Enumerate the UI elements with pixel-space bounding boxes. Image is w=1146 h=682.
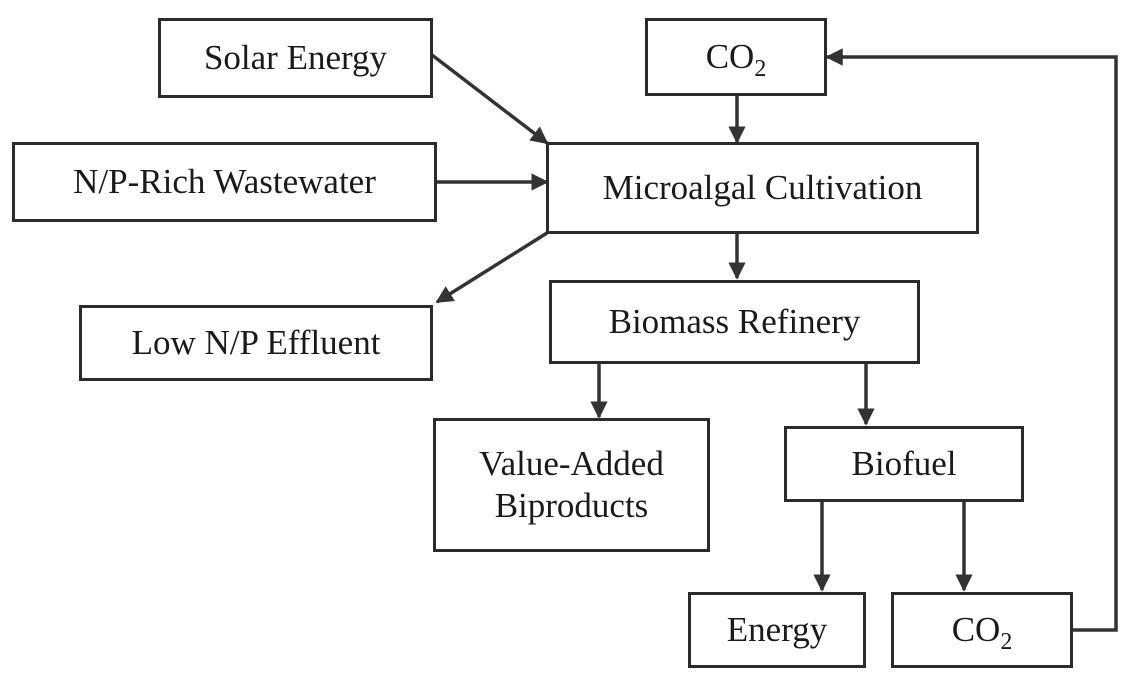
wastewater-node: N/P-Rich Wastewater <box>12 142 437 222</box>
biproducts-node: Value-Added Biproducts <box>433 418 710 552</box>
arrow-solar-to-cultivation <box>430 53 549 145</box>
cultivation-node: Microalgal Cultivation <box>546 142 979 234</box>
refinery-node: Biomass Refinery <box>549 280 920 364</box>
refinery-label: Biomass Refinery <box>608 302 861 341</box>
biproducts-label-line1: Value-Added <box>479 444 664 483</box>
biofuel-node: Biofuel <box>784 426 1024 502</box>
co2-input-node: CO2 <box>645 18 827 96</box>
solar-energy-node: Solar Energy <box>158 18 433 98</box>
co2-input-label: CO2 <box>705 37 767 82</box>
energy-node: Energy <box>688 592 866 668</box>
effluent-label: Low N/P Effluent <box>131 323 381 362</box>
wastewater-label: N/P-Rich Wastewater <box>73 162 376 201</box>
co2-output-label: CO2 <box>951 610 1013 655</box>
energy-label: Energy <box>726 610 828 649</box>
arrow-co2-recycle-loop <box>825 48 1118 632</box>
co2-output-node: CO2 <box>891 592 1073 668</box>
biproducts-label-line2: Biproducts <box>494 486 649 525</box>
cultivation-label: Microalgal Cultivation <box>602 168 923 207</box>
arrow-cultivation-to-effluent <box>435 231 548 304</box>
biofuel-label: Biofuel <box>851 444 957 483</box>
solar-energy-label: Solar Energy <box>203 38 388 77</box>
effluent-node: Low N/P Effluent <box>79 305 433 381</box>
